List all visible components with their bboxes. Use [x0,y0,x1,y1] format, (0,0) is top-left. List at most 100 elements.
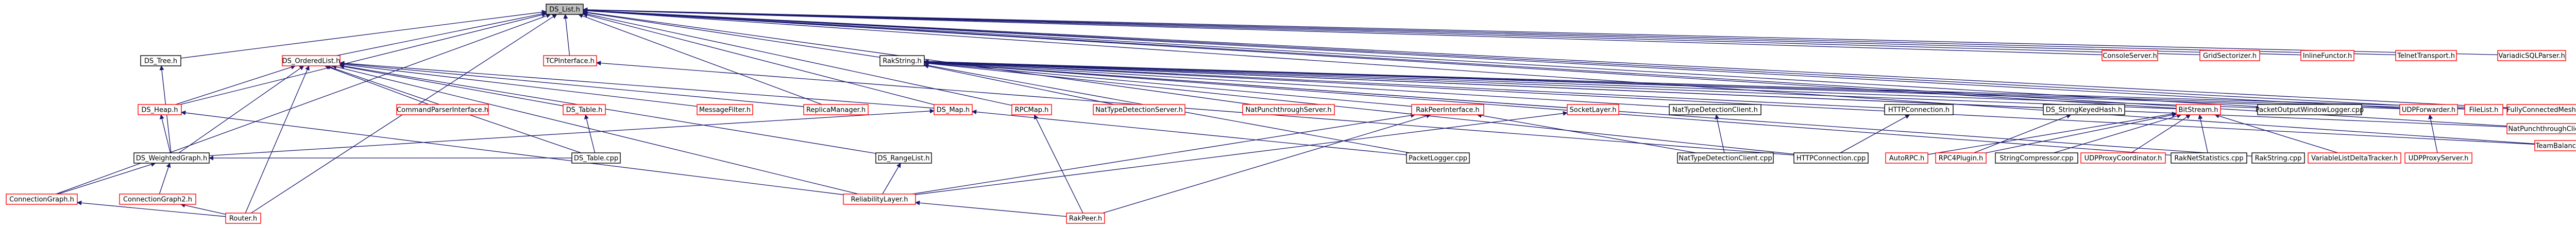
node-box [1669,104,1761,115]
node-ds-orderedlist-h[interactable]: DS_OrderedList.h [282,55,341,66]
node-box [1567,104,1619,115]
node-bitstream-h[interactable]: BitStream.h [2176,104,2221,115]
edge-reliabilitylayer-h-to-ds-rangelist-h [882,163,901,195]
node-box [282,55,341,66]
edge-router-h-to-ds-orderedlist-h [245,65,310,214]
node-filelist-h[interactable]: FileList.h [2464,104,2503,115]
node-label: DS_RangeList.h [877,155,929,163]
node-gridsectorizer-h[interactable]: GridSectorizer.h [2199,50,2260,61]
node-variadicsqlparser-h[interactable]: VariadicSQLParser.h [2497,50,2566,61]
edge-line [583,10,880,58]
node-packetlogger-cpp[interactable]: PacketLogger.cpp [1406,152,1470,164]
node-label: UDPProxyServer.h [2409,155,2469,163]
node-nattypedetectionclient-h[interactable]: NatTypeDetectionClient.h [1669,104,1761,115]
node-ds-rangelist-h[interactable]: DS_RangeList.h [875,152,932,164]
node-natpunchthroughserver-h[interactable]: NatPunchthroughServer.h [1242,104,1335,115]
node-tcpinterface-h[interactable]: TCPInterface.h [543,55,597,66]
node-label: DS_StringKeyedHash.h [2046,107,2123,114]
node-box [6,194,78,205]
node-socketlayer-h[interactable]: SocketLayer.h [1567,104,1619,115]
node-reliabilitylayer-h[interactable]: ReliabilityLayer.h [843,194,916,205]
node-label: TCPInterface.h [545,58,595,65]
edge-line [924,64,1114,105]
node-replicamanager-h[interactable]: ReplicaManager.h [803,104,869,115]
node-label: NatTypeDetectionClient.h [1672,107,1758,114]
edge-replicamanager-h-to-ds-list-h [578,13,822,105]
node-ds-list-h: DS_List.h [546,4,584,15]
edge-line [583,8,2465,109]
node-label: GridSectorizer.h [2203,52,2257,60]
edge-ds-rangelist-h-to-ds-orderedlist-h [340,64,876,154]
node-box [2464,104,2503,115]
node-label: DS_Heap.h [141,107,178,114]
node-autorpc-h[interactable]: AutoRPC.h [1885,152,1928,164]
node-rakstring-cpp[interactable]: RakString.cpp [2251,152,2305,164]
node-udpforwarder-h[interactable]: UDPForwarder.h [2399,104,2458,115]
node-rakstring-h[interactable]: RakString.h [879,55,925,66]
node-ds-weightedgraph-h[interactable]: DS_WeightedGraph.h [133,152,210,164]
node-router-h[interactable]: Router.h [225,213,261,224]
node-nattypedetectionclient-cpp[interactable]: NatTypeDetectionClient.cpp [1677,152,1774,164]
node-stringcompressor-cpp[interactable]: StringCompressor.cpp [1995,152,2078,164]
node-label: ReliabilityLayer.h [851,196,908,204]
node-telnettransport-h[interactable]: TelnetTransport.h [2395,50,2457,61]
node-connectiongraph2-h[interactable]: ConnectionGraph2.h [119,194,196,205]
edge-fullyconnectedmesh2-h-to-ds-list-h [583,8,2507,108]
edge-consoleserver-h-to-ds-list-h [583,7,2103,56]
node-connectiongraph-h[interactable]: ConnectionGraph.h [6,194,78,205]
edge-line [583,8,2507,108]
edge-line [584,114,596,153]
node-rpcmap-h[interactable]: RPCMap.h [1011,104,1052,115]
node-consoleserver-h[interactable]: ConsoleServer.h [2102,50,2158,61]
edge-line [159,163,171,195]
node-natpunchthroughclient-h[interactable]: NatPunchthroughClient.h [2506,123,2576,134]
node-ds-table-h[interactable]: DS_Table.h [563,104,606,115]
edge-messagefilter-h-to-ds-orderedlist-h [340,62,698,107]
node-ds-stringkeyedhash-h[interactable]: DS_StringKeyedHash.h [2043,104,2125,115]
node-rpc4plugin-h[interactable]: RPC4Plugin.h [1935,152,1987,164]
node-box [133,152,210,164]
edge-line [1103,113,1431,214]
node-rakpeer-h[interactable]: RakPeer.h [1066,213,1105,224]
edge-line [340,61,804,107]
node-rakpeerinterface-h[interactable]: RakPeerInterface.h [1411,104,1484,115]
node-label: BitStream.h [2178,107,2218,114]
edge-line [159,114,171,153]
node-box [1935,152,1987,164]
node-commandparserinterface-h[interactable]: CommandParserInterface.h [396,104,489,115]
node-box [1066,213,1105,224]
node-box [396,104,489,115]
edge-nattypedetectionclient-cpp-to-nattypedetectionclient-h [1715,114,1725,153]
node-teambalancer-h[interactable]: TeamBalancer.h [2534,140,2576,151]
node-packetoutputwindowlogger-cpp[interactable]: PacketOutputWindowLogger.cpp [2256,104,2364,115]
node-messagefilter-h[interactable]: MessageFilter.h [697,104,753,115]
node-ds-heap-h[interactable]: DS_Heap.h [138,104,182,115]
node-httpconnection-cpp[interactable]: HTTPConnection.cpp [1793,152,1869,164]
edge-line [77,200,226,217]
edge-ds-map-h-to-ds-list-h [583,12,935,106]
edge-bitstream-h-to-rakstring-h [924,59,2177,110]
node-inlinefunctor-h[interactable]: InlineFunctor.h [2300,50,2354,61]
edge-line [2428,114,2438,153]
node-raknetstatistics-cpp[interactable]: RakNetStatistics.cpp [2171,152,2247,164]
node-label: NatTypeDetectionClient.cpp [1679,155,1772,163]
node-udpproxycoordinator-h[interactable]: UDPProxyCoordinator.h [2080,152,2166,164]
edge-commandparserinterface-h-to-ds-orderedlist-h [324,65,429,105]
node-ds-tree-h[interactable]: DS_Tree.h [140,55,181,66]
node-label: AutoRPC.h [1889,155,1925,163]
node-ds-map-h[interactable]: DS_Map.h [934,104,973,115]
node-nattypedetectionserver-h[interactable]: NatTypeDetectionServer.h [1093,104,1185,115]
node-label: RPCMap.h [1015,107,1049,114]
node-box [1011,104,1052,115]
node-httpconnection-h[interactable]: HTTPConnection.h [1884,104,1954,115]
edge-line [1033,114,1083,214]
node-box [563,104,606,115]
node-variablelistdeltatracker-h[interactable]: VariableListDeltaTracker.h [2308,152,2401,164]
edge-line [924,59,2507,109]
node-udpproxyserver-h[interactable]: UDPProxyServer.h [2404,152,2472,164]
node-ds-table-cpp[interactable]: DS_Table.cpp [571,152,621,164]
node-box [879,55,925,66]
node-fullyconnectedmesh2-h[interactable]: FullyConnectedMesh2.h [2506,104,2576,115]
node-box [2176,104,2221,115]
edge-line [583,7,2200,56]
